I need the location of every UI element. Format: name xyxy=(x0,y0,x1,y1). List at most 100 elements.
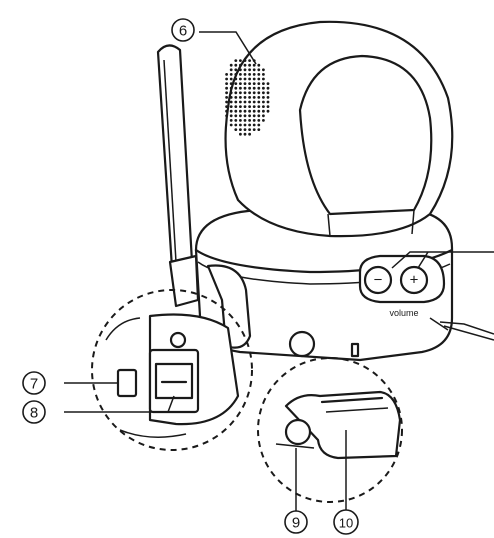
grille-dot xyxy=(257,119,260,122)
grille-dot xyxy=(230,68,233,71)
grille-dot xyxy=(234,82,237,85)
antenna xyxy=(158,45,198,306)
callout-6-label: 6 xyxy=(179,23,187,40)
grille-dot xyxy=(257,101,260,104)
grille-dot xyxy=(234,124,237,127)
grille-dot xyxy=(225,114,228,117)
grille-dot xyxy=(225,96,228,99)
grille-dot xyxy=(253,73,256,76)
grille-dot xyxy=(253,124,256,127)
grille-dot xyxy=(239,82,242,85)
grille-dot xyxy=(234,119,237,122)
grille-dot xyxy=(239,68,242,71)
grille-dot xyxy=(248,68,251,71)
grille-dot xyxy=(257,64,260,67)
grille-dot xyxy=(230,110,233,113)
grille-dot xyxy=(248,82,251,85)
grille-dot xyxy=(248,114,251,117)
grille-dot xyxy=(225,82,228,85)
grille-dot xyxy=(244,87,247,90)
grille-dot xyxy=(234,101,237,104)
grille-dot xyxy=(262,82,265,85)
callout-8: 8 xyxy=(23,401,45,423)
volume-label: volume xyxy=(389,308,418,318)
callout-8-label: 8 xyxy=(30,405,38,422)
grille-dot xyxy=(239,119,242,122)
grille-dot xyxy=(257,91,260,94)
callout-9-label: 9 xyxy=(292,515,300,532)
grille-dot xyxy=(262,73,265,76)
grille-dot xyxy=(244,128,247,131)
grille-dot xyxy=(230,87,233,90)
grille-dot xyxy=(230,73,233,76)
grille-dot xyxy=(244,124,247,127)
grille-dot xyxy=(248,96,251,99)
grille-dot xyxy=(244,133,247,136)
grille-dot xyxy=(253,119,256,122)
grille-dot xyxy=(234,114,237,117)
pair-button xyxy=(286,420,310,444)
grille-dot xyxy=(239,87,242,90)
grille-dot xyxy=(244,64,247,67)
grille-dot xyxy=(248,119,251,122)
grille-dot xyxy=(230,119,233,122)
grille-dot xyxy=(225,101,228,104)
grille-dot xyxy=(257,105,260,108)
grille-dot xyxy=(248,59,251,62)
grille-dot xyxy=(244,59,247,62)
grille-dot xyxy=(267,82,270,85)
grille-dot xyxy=(234,91,237,94)
grille-dot xyxy=(244,101,247,104)
grille-dot xyxy=(253,82,256,85)
grille-dot xyxy=(267,91,270,94)
callout-9: 9 xyxy=(285,511,307,533)
grille-dot xyxy=(244,78,247,81)
grille-dot xyxy=(248,105,251,108)
grille-dot xyxy=(262,114,265,117)
grille-dot xyxy=(262,91,265,94)
grille-dot xyxy=(230,82,233,85)
grille-dot xyxy=(234,64,237,67)
grille-dot xyxy=(239,133,242,136)
grille-dot xyxy=(248,101,251,104)
callout-10-label: 10 xyxy=(339,516,353,531)
grille-dot xyxy=(244,96,247,99)
grille-dot xyxy=(257,87,260,90)
grille-dot xyxy=(234,96,237,99)
callout-7: 7 xyxy=(23,372,45,394)
grille-dot xyxy=(248,64,251,67)
grille-dot xyxy=(253,68,256,71)
grille-dot xyxy=(225,110,228,113)
callout-7-label: 7 xyxy=(30,376,38,393)
grille-dot xyxy=(230,114,233,117)
grille-dot xyxy=(239,59,242,62)
zoom-detail-sd-slot xyxy=(258,358,402,502)
grille-dot xyxy=(230,64,233,67)
grille-dot xyxy=(239,105,242,108)
grille-dot xyxy=(244,110,247,113)
grille-dot xyxy=(253,101,256,104)
grille-dot xyxy=(230,105,233,108)
callout-10: 10 xyxy=(334,510,358,534)
grille-dot xyxy=(262,110,265,113)
grille-dot xyxy=(244,73,247,76)
grille-dot xyxy=(234,110,237,113)
grille-dot xyxy=(257,82,260,85)
grille-dot xyxy=(230,78,233,81)
grille-dot xyxy=(262,105,265,108)
minus-label: − xyxy=(374,272,383,289)
grille-dot xyxy=(225,73,228,76)
grille-dot xyxy=(244,114,247,117)
grille-dot xyxy=(253,128,256,131)
grille-dot xyxy=(248,110,251,113)
grille-dot xyxy=(230,91,233,94)
grille-dot xyxy=(239,101,242,104)
grille-dot xyxy=(248,73,251,76)
grille-dot xyxy=(257,96,260,99)
grille-dot xyxy=(239,110,242,113)
grille-dot xyxy=(234,68,237,71)
grille-dot xyxy=(239,114,242,117)
grille-dot xyxy=(262,68,265,71)
grille-dot xyxy=(225,78,228,81)
